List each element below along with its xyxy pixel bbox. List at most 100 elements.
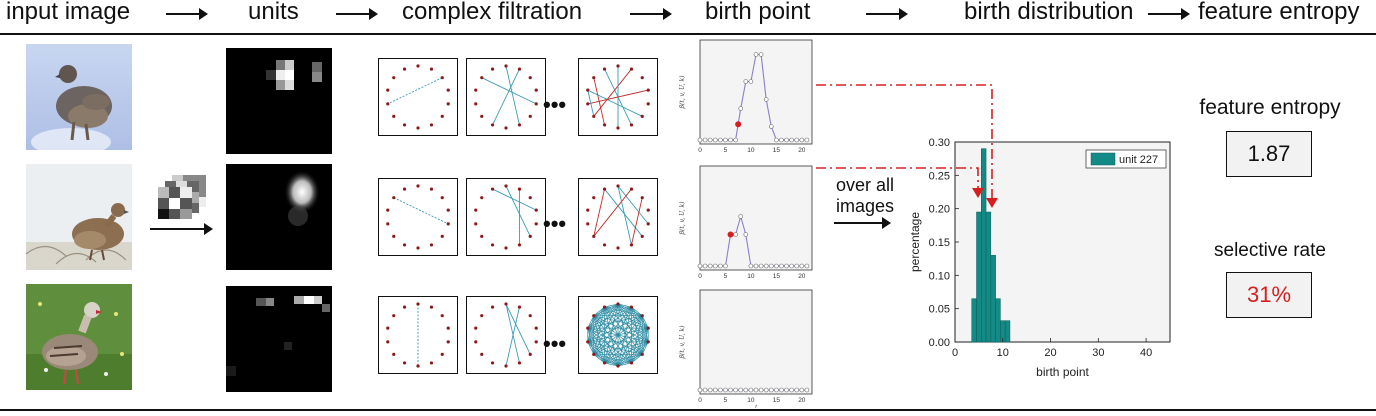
filtration-node xyxy=(602,123,607,127)
histogram-legend: unit 227 xyxy=(1085,149,1167,169)
filtration-node xyxy=(504,64,508,68)
filtration-graph xyxy=(578,178,658,256)
filtration-node xyxy=(474,340,478,344)
filtration-edge xyxy=(631,354,643,364)
filtration-edge xyxy=(587,328,595,355)
filtration-node xyxy=(480,114,484,118)
histogram-x-tick-label: 10 xyxy=(997,347,1009,359)
histogram-bar xyxy=(976,211,982,343)
bottom-rule xyxy=(0,409,1376,411)
filtration-edge xyxy=(617,303,649,329)
step-arrow-icon xyxy=(336,8,378,20)
filtration-edge xyxy=(593,315,619,367)
filtration-node xyxy=(392,352,396,356)
filtration-node xyxy=(429,243,434,247)
filtration-edge xyxy=(617,362,632,367)
birth-series-point xyxy=(789,387,794,393)
filtration-node xyxy=(402,361,407,365)
birth-series-point xyxy=(712,263,718,269)
birth-series-point xyxy=(758,263,764,269)
filtration-node xyxy=(490,67,495,71)
birth-series-point xyxy=(733,387,738,393)
step-birth-point-label: birth point xyxy=(705,0,811,25)
histogram-y-tick-label: 0.15 xyxy=(929,237,950,249)
histogram-bar xyxy=(995,298,1001,343)
birth-series-point xyxy=(799,137,805,143)
birth-point-marker xyxy=(727,231,734,238)
histogram-y-tick-label: 0.00 xyxy=(929,337,950,349)
filtration-node xyxy=(629,243,634,247)
filtration-edge xyxy=(631,197,643,246)
filtration-node xyxy=(386,88,390,92)
birth-series-point xyxy=(728,387,733,393)
birth-series-point xyxy=(784,263,789,269)
step-feature-entropy-label: feature entropy xyxy=(1198,0,1360,25)
filtration-node xyxy=(528,76,532,80)
filtration-edge xyxy=(604,306,619,367)
filtration-edge xyxy=(587,315,595,342)
filtration-node xyxy=(504,184,508,188)
filtration-node xyxy=(402,243,407,247)
ellipsis-dots: ••• xyxy=(543,331,567,356)
step-arrow-icon xyxy=(630,8,672,20)
filtration-node xyxy=(392,314,396,318)
birth-series-point xyxy=(712,137,718,143)
birth-plot-x-tick: 5 xyxy=(724,273,728,280)
filtration-edge xyxy=(631,306,649,343)
filtration-node xyxy=(446,102,450,106)
birth-plot-y-label: β(t, v, U, k) xyxy=(679,75,686,109)
filtration-node xyxy=(602,187,607,191)
filtration-graph xyxy=(466,58,546,136)
legend-label: unit 227 xyxy=(1119,154,1158,166)
filtration-edge xyxy=(593,315,632,364)
filtration-node xyxy=(392,76,396,80)
birth-series-point xyxy=(733,232,738,237)
filtration-node xyxy=(416,126,420,130)
filtration-node xyxy=(490,305,495,309)
filtration-node xyxy=(629,305,634,309)
birth-series-point xyxy=(774,137,779,143)
filtration-node xyxy=(402,67,407,71)
filtration-edge xyxy=(587,89,643,117)
filtration-node xyxy=(429,305,434,309)
filtration-node xyxy=(429,67,434,71)
filtration-edge xyxy=(593,306,605,355)
filtration-graph xyxy=(378,178,458,256)
filtration-graph-svg xyxy=(474,184,538,250)
filtration-node xyxy=(646,340,650,344)
filtration-node xyxy=(517,305,522,309)
filtration-node xyxy=(592,314,596,318)
birth-plot-x-tick: 15 xyxy=(773,147,781,154)
filtration-node xyxy=(616,184,620,188)
filtration-node xyxy=(528,234,532,238)
birth-plot-x-tick: 10 xyxy=(747,147,755,154)
filtration-node xyxy=(490,243,495,247)
filtration-node xyxy=(517,123,522,127)
birth-plot-x-label: t xyxy=(755,405,757,408)
birth-series-point xyxy=(768,124,774,129)
birth-series-point xyxy=(697,387,703,393)
filtration-node xyxy=(586,102,590,106)
filtration-edge xyxy=(587,315,595,329)
pipeline-header: input image units complex filtration bir… xyxy=(0,0,1376,30)
filtration-node xyxy=(602,243,607,247)
filtration-edge xyxy=(604,353,643,364)
filtration-edge xyxy=(492,68,520,126)
step-input-image-label: input image xyxy=(6,0,131,25)
top-rule xyxy=(0,33,1376,35)
step-arrow-icon xyxy=(1148,8,1190,20)
birth-series-point xyxy=(804,387,810,393)
filtration-node xyxy=(480,76,484,80)
birth-series-point xyxy=(753,263,759,269)
filtration-graph xyxy=(578,58,658,136)
filtration-graph-svg xyxy=(474,64,538,130)
unit-activation-map xyxy=(226,48,332,154)
birth-plot-x-tick: 0 xyxy=(698,397,702,404)
filtration-edge xyxy=(617,185,632,246)
birth-plot-x-tick: 20 xyxy=(798,397,806,404)
step-complex-filtration-label: complex filtration xyxy=(402,0,583,25)
birth-series-point xyxy=(748,79,754,84)
histogram-bar xyxy=(971,298,977,343)
